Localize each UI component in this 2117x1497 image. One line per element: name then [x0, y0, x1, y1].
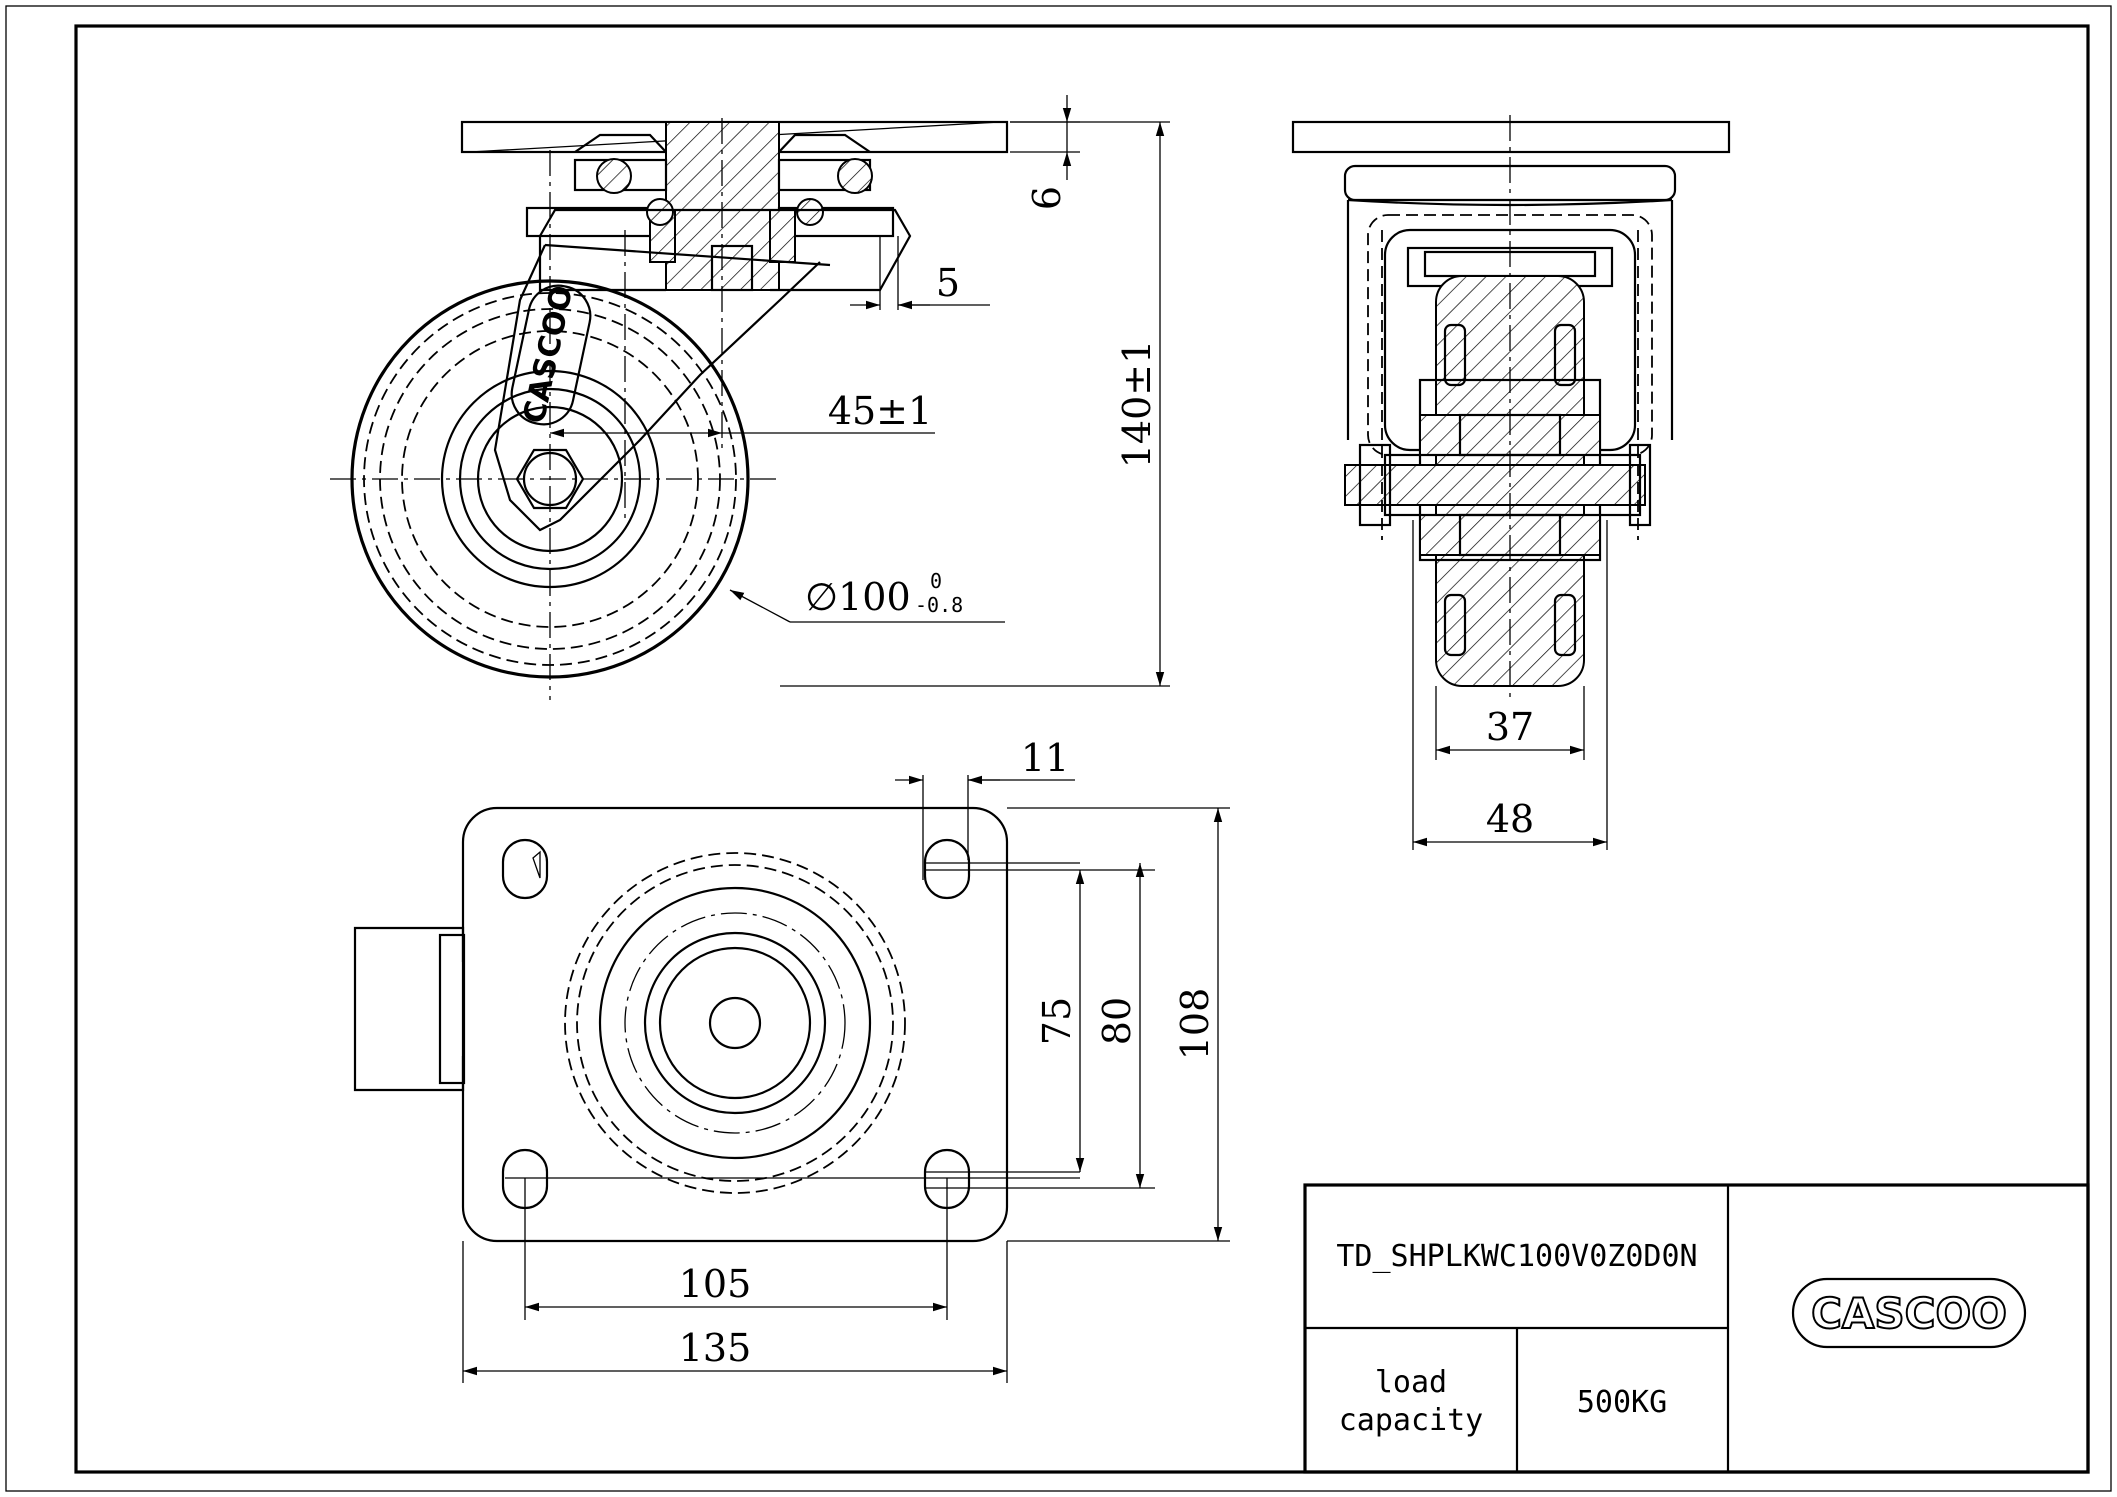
dim-overall-height: 140±1: [1115, 340, 1159, 469]
dim-hole-spacing-x: 105: [679, 1262, 752, 1306]
dim-wheel-tol-upper: 0: [930, 569, 942, 593]
dim-plate-width: 135: [679, 1326, 752, 1370]
side-view: CASCOO 6 140±1 5: [330, 95, 1170, 700]
front-view: 37 48: [1291, 115, 1731, 850]
load-label-line2: capacity: [1339, 1403, 1484, 1438]
dim-hole-spacing-y2: 80: [1095, 997, 1139, 1045]
dim-fork-width: 48: [1486, 797, 1534, 841]
drawing-frame: [74, 24, 2090, 1474]
dim-swivel-offset: 5: [936, 261, 960, 305]
dim-plate-length: 108: [1173, 988, 1217, 1061]
dim-plate-thickness: 6: [1025, 186, 1069, 210]
brand-logo-text: CASCOO: [1811, 1289, 2007, 1338]
dim-swivel-lead: 45±1: [828, 389, 932, 433]
dim-wheel-tol-lower: -0.8: [915, 593, 963, 617]
title-block: TD_SHPLKWC100V0Z0D0N load capacity 500KG…: [1303, 1183, 2090, 1474]
load-value: 500KG: [1577, 1385, 1667, 1420]
dim-wheel-width: 37: [1486, 705, 1534, 749]
outer-border: [5, 5, 2112, 1492]
dim-hole-spacing-y1: 75: [1035, 997, 1079, 1045]
plan-view: 11 75 80 108 105 135: [353, 736, 1230, 1383]
load-label-line1: load: [1375, 1365, 1447, 1400]
dim-hole-slot: 11: [1021, 736, 1069, 780]
part-number: TD_SHPLKWC100V0Z0D0N: [1336, 1239, 1697, 1274]
dim-wheel-diameter: ∅100: [805, 575, 911, 619]
brand-logo-frame: [1791, 1277, 2027, 1349]
